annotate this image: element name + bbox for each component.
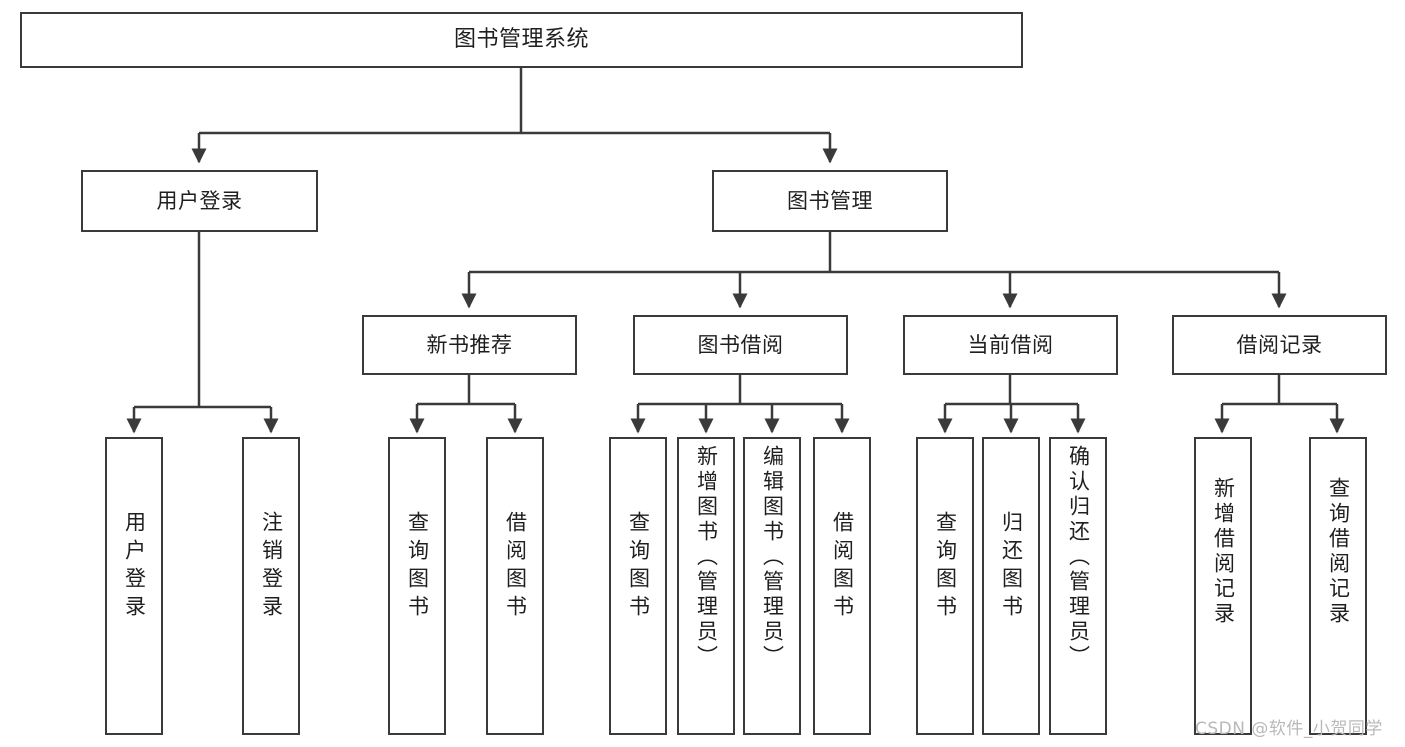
node-label: 用户登录 — [156, 188, 243, 213]
node-label: 查询图书 — [405, 511, 430, 623]
node-label: 借阅记录 — [1236, 332, 1323, 357]
node-leaf-query-book-current[interactable]: 查询图书 — [916, 437, 974, 735]
node-leaf-confirm-return-admin[interactable]: 确认归还（管理员） — [1049, 437, 1107, 735]
node-label: 查询图书 — [933, 511, 958, 623]
node-book-management[interactable]: 图书管理 — [712, 170, 948, 232]
watermark-csdn: CSDN @软件_小贺同学 — [1195, 719, 1383, 739]
node-label: 新增借阅记录 — [1211, 477, 1236, 627]
node-leaf-query-borrow-record[interactable]: 查询借阅记录 — [1309, 437, 1367, 735]
node-new-book-recommend[interactable]: 新书推荐 — [362, 315, 577, 375]
node-borrow-record[interactable]: 借阅记录 — [1172, 315, 1387, 375]
node-leaf-logout-login[interactable]: 注销登录 — [242, 437, 300, 735]
node-leaf-borrow-book-recommend[interactable]: 借阅图书 — [486, 437, 544, 735]
node-label: 查询图书 — [626, 511, 651, 623]
node-label: 借阅图书 — [830, 511, 855, 623]
node-root-system[interactable]: 图书管理系统 — [20, 12, 1023, 68]
node-label: 新增图书（管理员） — [694, 445, 719, 670]
node-label: 图书借阅 — [697, 332, 784, 357]
node-book-borrow[interactable]: 图书借阅 — [633, 315, 848, 375]
node-leaf-return-book[interactable]: 归还图书 — [982, 437, 1040, 735]
node-leaf-add-borrow-record[interactable]: 新增借阅记录 — [1194, 437, 1252, 735]
node-label: 借阅图书 — [503, 511, 528, 623]
node-label: 查询借阅记录 — [1326, 477, 1351, 627]
node-leaf-edit-book-admin[interactable]: 编辑图书（管理员） — [743, 437, 801, 735]
node-label: 用户登录 — [122, 511, 147, 623]
node-leaf-query-book-borrow[interactable]: 查询图书 — [609, 437, 667, 735]
node-leaf-add-book-admin[interactable]: 新增图书（管理员） — [677, 437, 735, 735]
node-leaf-query-book-recommend[interactable]: 查询图书 — [388, 437, 446, 735]
node-label: 确认归还（管理员） — [1066, 445, 1091, 670]
node-label: 注销登录 — [259, 511, 284, 623]
node-user-login[interactable]: 用户登录 — [81, 170, 318, 232]
node-label: 图书管理 — [787, 188, 873, 213]
node-leaf-user-login[interactable]: 用户登录 — [105, 437, 163, 735]
node-label: 归还图书 — [999, 511, 1024, 623]
node-label: 当前借阅 — [967, 332, 1054, 357]
node-label: 新书推荐 — [426, 332, 513, 357]
node-label: 编辑图书（管理员） — [760, 445, 785, 670]
node-label: 图书管理系统 — [453, 27, 589, 53]
node-current-borrow[interactable]: 当前借阅 — [903, 315, 1118, 375]
node-leaf-borrow-book[interactable]: 借阅图书 — [813, 437, 871, 735]
